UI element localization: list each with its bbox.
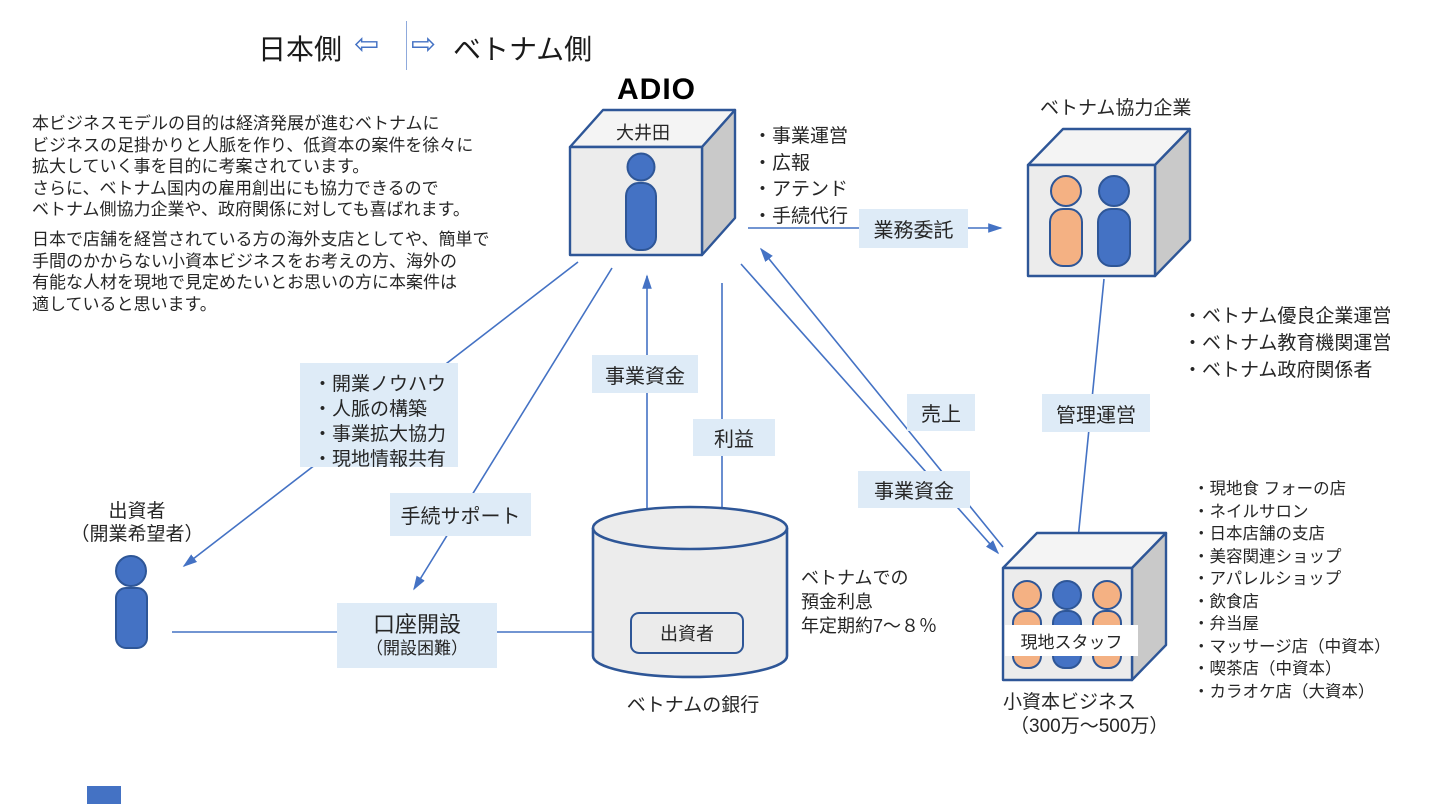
account-opening-box: 口座開設 （開設困難） bbox=[337, 603, 497, 668]
smallbiz-caption1: 小資本ビジネス bbox=[1003, 692, 1137, 713]
partner-person-blue-icon bbox=[1097, 175, 1131, 267]
left-block-arrow-icon: ⇦ bbox=[354, 28, 380, 61]
slide-accent-tab bbox=[87, 786, 121, 804]
list-item: ・開業ノウハウ bbox=[313, 374, 447, 395]
note-line: 預金利息 bbox=[801, 592, 873, 612]
header-vietnam-label: ベトナム側 bbox=[453, 34, 593, 65]
intro-line: 適していると思います。 bbox=[32, 294, 217, 314]
list-item: ・アテンド bbox=[753, 179, 849, 200]
adio-services-list: ・事業運営 ・広報 ・アテンド ・手続代行 bbox=[753, 124, 848, 230]
list-item: ・美容関連ショップ bbox=[1193, 547, 1342, 566]
intro-line: さらに、ベトナム国内の雇用創出にも協力できるので bbox=[32, 178, 439, 198]
list-item: ・事業拡大協力 bbox=[313, 424, 447, 445]
intro-line: ビジネスの足掛かりと人脈を作り、低資本の案件を徐々に bbox=[32, 135, 474, 155]
list-item: ・手続代行 bbox=[753, 205, 849, 227]
intro-line: 拡大していく事を目的に考案されています。 bbox=[32, 157, 370, 177]
intro-line: 本ビジネスモデルの目的は経済発展が進むベトナムに bbox=[32, 114, 440, 133]
adio-person-icon bbox=[625, 152, 657, 251]
flow-label-support: 手続サポート bbox=[390, 493, 531, 536]
smallbiz-caption2: （300万～500万） bbox=[1010, 716, 1169, 737]
investor-label: 出資者 （開業希望者） bbox=[62, 500, 212, 546]
list-item: ・現地食 フォーの店 bbox=[1193, 480, 1347, 498]
partner-roles-list: ・ベトナム優良企業運営 ・ベトナム教育機関運営 ・ベトナム政府関係者 bbox=[1183, 303, 1391, 384]
list-item: ・カラオケ店（大資本） bbox=[1193, 682, 1375, 701]
list-item: ・人脈の構築 bbox=[313, 399, 428, 420]
right-block-arrow-icon: ⇨ bbox=[411, 28, 437, 61]
knowhow-box: ・開業ノウハウ ・人脈の構築 ・事業拡大協力 ・現地情報共有 bbox=[300, 363, 458, 470]
adio-member-label: 大井田 bbox=[616, 123, 670, 143]
list-item: ・事業運営 bbox=[753, 126, 849, 147]
flow-label-sales: 売上 bbox=[907, 394, 975, 431]
adio-title: ADIO bbox=[617, 73, 696, 106]
list-item: ・広報 bbox=[753, 152, 811, 174]
account-opening-note: （開設困難） bbox=[366, 638, 468, 658]
flow-label-management: 管理運営 bbox=[1042, 394, 1150, 432]
flow-label-funds-to-adio: 事業資金 bbox=[592, 355, 698, 393]
partner-person-orange-icon bbox=[1049, 175, 1083, 267]
bank-account-holder: 出資者 bbox=[630, 612, 744, 654]
intro-line: 手間のかからない小資本ビジネスをお考えの方、海外の bbox=[32, 251, 457, 271]
investor-line2: （開業希望者） bbox=[70, 524, 204, 545]
bank-deposit-note: ベトナムでの 預金利息 年定期約7～８％ bbox=[801, 566, 937, 638]
list-item: ・弁当屋 bbox=[1193, 615, 1259, 633]
investor-line1: 出資者 bbox=[108, 501, 166, 522]
header-japan-label: 日本側 bbox=[258, 34, 343, 65]
flow-label-profit: 利益 bbox=[693, 419, 775, 456]
intro-line: ベトナム側協力企業や、政府関係に対しても喜ばれます。 bbox=[32, 200, 470, 220]
list-item: ・喫茶店（中資本） bbox=[1193, 660, 1342, 678]
list-item: ・ネイルサロン bbox=[1193, 502, 1309, 521]
flow-label-outsourcing: 業務委託 bbox=[859, 209, 968, 248]
intro-paragraph-2: 日本で店舗を経営されている方の海外支店としてや、簡単で 手間のかからない小資本ビ… bbox=[32, 229, 489, 315]
smallbiz-examples-list: ・現地食 フォーの店 ・ネイルサロン ・日本店舗の支店 ・美容関連ショップ ・ア… bbox=[1193, 478, 1391, 703]
intro-line: 有能な人材を現地で見定めたいとお思いの方に本案件は bbox=[32, 273, 457, 293]
list-item: ・飲食店 bbox=[1193, 592, 1259, 611]
list-item: ・アパレルショップ bbox=[1193, 570, 1342, 588]
partner-cube bbox=[1026, 127, 1192, 278]
list-item: ・ベトナム政府関係者 bbox=[1183, 360, 1373, 381]
account-opening-title: 口座開設 bbox=[372, 611, 461, 637]
list-item: ・現地情報共有 bbox=[313, 449, 447, 470]
intro-line: 日本で店舗を経営されている方の海外支店としてや、簡単で bbox=[32, 230, 490, 249]
list-item: ・ベトナム教育機関運営 bbox=[1183, 333, 1392, 354]
bank-caption: ベトナムの銀行 bbox=[626, 695, 760, 716]
partner-title: ベトナム協力企業 bbox=[1040, 98, 1192, 119]
intro-paragraph-1: 本ビジネスモデルの目的は経済発展が進むベトナムに ビジネスの足掛かりと人脈を作り… bbox=[32, 113, 473, 221]
list-item: ・ベトナム優良企業運営 bbox=[1183, 306, 1392, 327]
note-line: 年定期約7～８％ bbox=[801, 616, 938, 636]
smallbiz-staff-band: 現地スタッフ bbox=[1005, 625, 1138, 656]
flow-label-funds-to-biz: 事業資金 bbox=[858, 471, 970, 508]
list-item: ・マッサージ店（中資本） bbox=[1193, 637, 1391, 656]
header-divider bbox=[406, 21, 407, 70]
investor-person-icon bbox=[115, 555, 148, 649]
note-line: ベトナムでの bbox=[801, 568, 909, 588]
list-item: ・日本店舗の支店 bbox=[1193, 525, 1325, 543]
